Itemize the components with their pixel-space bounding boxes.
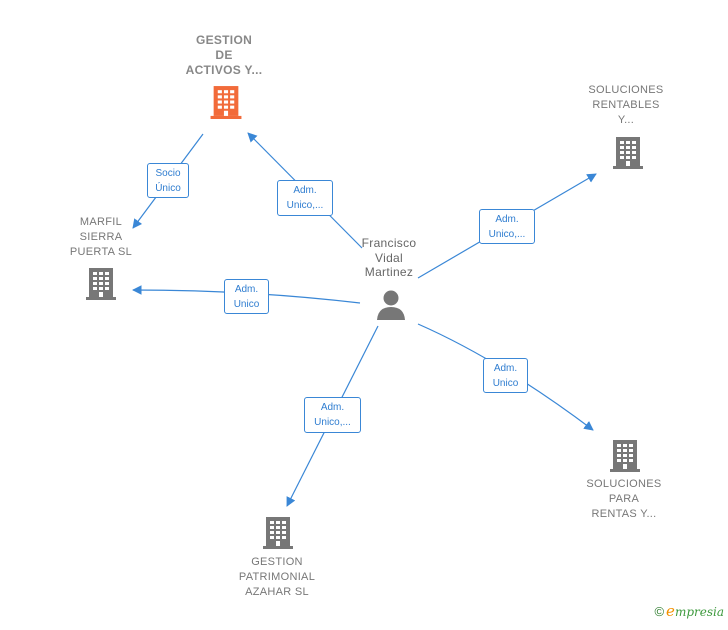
copyright-symbol: © (654, 604, 665, 619)
logo-e: e (666, 602, 675, 620)
company-label-soluciones-para[interactable]: SOLUCIONES PARA RENTAS Y... (586, 478, 662, 520)
person-icon[interactable] (377, 290, 405, 321)
building-icon-soluciones-rentables[interactable] (613, 137, 643, 169)
person-label[interactable]: Francisco Vidal Martinez (361, 236, 417, 279)
company-label-gestion-activos[interactable]: GESTION DE ACTIVOS Y... (185, 33, 263, 77)
company-label-soluciones-rentables[interactable]: SOLUCIONES RENTABLES Y... (588, 84, 664, 126)
building-icon-marfil[interactable] (86, 268, 116, 300)
company-label-marfil[interactable]: MARFIL SIERRA PUERTA SL (69, 216, 133, 258)
edge-label-adm-soluciones-rentables: Adm. Unico,... (479, 209, 535, 244)
building-icon-gestion-activos[interactable] (210, 86, 242, 119)
edge-label-adm-gestion-patrimonial: Adm. Unico,... (304, 397, 361, 433)
company-label-gestion-patrimonial[interactable]: GESTION PATRIMONIAL AZAHAR SL (238, 556, 316, 598)
edge-label-adm-marfil: Adm. Unico (224, 279, 269, 314)
edge-label-adm-gestion-activos: Adm. Unico,... (277, 180, 333, 216)
empresia-logo[interactable]: ©empresia (654, 602, 724, 620)
building-icon-soluciones-para[interactable] (610, 440, 640, 472)
logo-text: mpresia (674, 605, 724, 619)
edge-label-socio-unico: Socio Único (147, 163, 189, 198)
building-icon-gestion-patrimonial[interactable] (263, 517, 293, 549)
edge-label-adm-soluciones-para: Adm. Unico (483, 358, 528, 393)
